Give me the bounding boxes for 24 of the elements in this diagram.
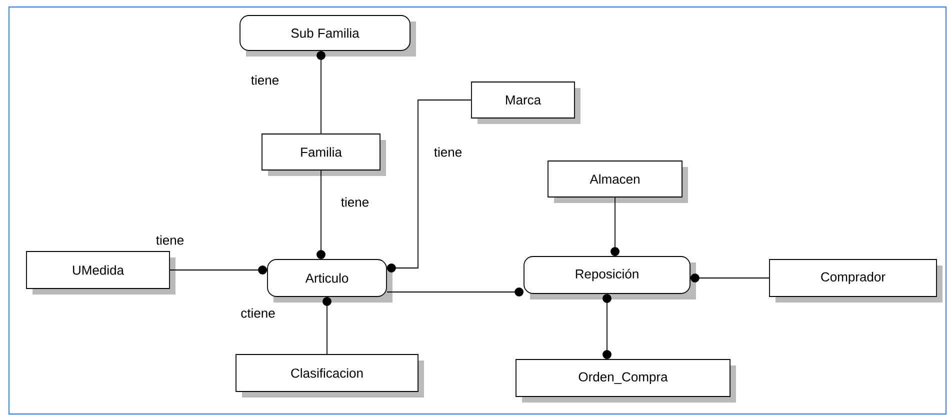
edge-label: tiene: [250, 74, 280, 86]
relationship-line: [602, 294, 612, 360]
entity-box: Orden_Compra: [516, 359, 736, 402]
relationship-line: [316, 170, 326, 260]
entity-box: Comprador: [769, 259, 943, 302]
entity-box: Marca: [471, 82, 580, 124]
entity-box-rounded: Reposición: [524, 256, 696, 300]
relationship-line: [386, 288, 524, 296]
edge-label: tiene: [432, 146, 464, 158]
relationship-line: [690, 274, 770, 282]
entity-box: Familia: [262, 134, 386, 176]
relationship-line: [316, 50, 326, 134]
relationship-line: [322, 296, 332, 354]
edge-label: tiene: [154, 234, 186, 246]
entity-box-rounded: Sub Familia: [240, 15, 416, 56]
edge-label: tiene: [340, 196, 370, 208]
entity-box: UMedida: [26, 251, 176, 294]
relationship-line: [386, 100, 472, 272]
relationship-line: [610, 197, 620, 256]
relationship-line: [170, 266, 268, 274]
entity-box-rounded: Articulo: [267, 259, 392, 302]
entity-box: Almacen: [548, 160, 688, 203]
edge-label: ctiene: [240, 307, 276, 319]
entity-box: Clasificacion: [236, 354, 424, 398]
